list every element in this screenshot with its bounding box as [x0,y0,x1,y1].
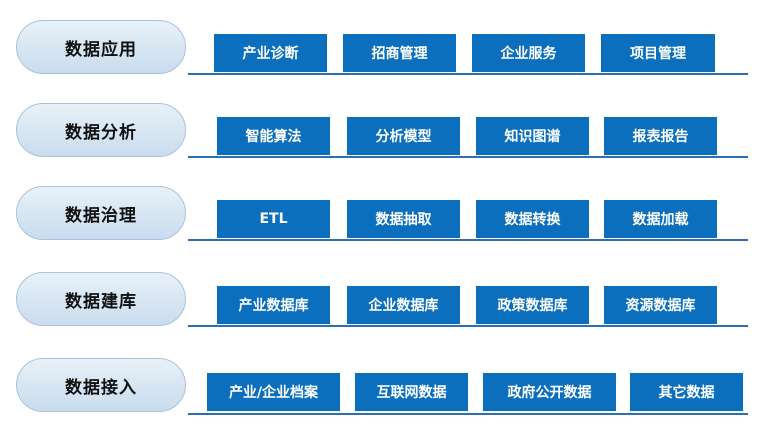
layer-data-warehouse: 数据建库 产业数据库 企业数据库 政策数据库 资源数据库 [0,272,768,352]
item-industry-database: 产业数据库 [217,286,330,324]
item-industry-diagnosis: 产业诊断 [214,34,327,72]
layer-label-data-ingestion: 数据接入 [16,358,186,412]
layer-underline [188,239,748,241]
item-enterprise-database: 企业数据库 [347,286,460,324]
item-analysis-model: 分析模型 [347,117,460,155]
item-resource-database: 资源数据库 [604,286,717,324]
layer-data-application: 数据应用 产业诊断 招商管理 企业服务 项目管理 [0,20,768,100]
item-government-open-data: 政府公开数据 [483,373,616,411]
layer-data-ingestion: 数据接入 产业/企业档案 互联网数据 政府公开数据 其它数据 [0,358,768,438]
item-reports: 报表报告 [604,117,717,155]
layer-data-analysis: 数据分析 智能算法 分析模型 知识图谱 报表报告 [0,103,768,183]
item-policy-database: 政策数据库 [476,286,589,324]
item-internet-data: 互联网数据 [355,373,468,411]
item-investment-management: 招商管理 [343,34,456,72]
layer-underline [188,413,748,415]
item-enterprise-service: 企业服务 [472,34,585,72]
item-other-data: 其它数据 [630,373,743,411]
item-project-management: 项目管理 [601,34,715,72]
layer-underline [188,325,748,327]
layer-label-data-governance: 数据治理 [16,186,186,240]
layer-data-governance: 数据治理 ETL 数据抽取 数据转换 数据加载 [0,186,768,266]
item-etl: ETL [217,200,330,238]
layer-underline [188,156,748,158]
layer-underline [188,73,748,75]
layer-label-data-analysis: 数据分析 [16,103,186,157]
layer-label-data-application: 数据应用 [16,20,186,74]
item-data-extraction: 数据抽取 [347,200,460,238]
item-smart-algorithm: 智能算法 [217,117,330,155]
item-industry-enterprise-archive: 产业/企业档案 [207,373,340,411]
layer-label-data-warehouse: 数据建库 [16,272,186,326]
item-data-transformation: 数据转换 [476,200,589,238]
item-knowledge-graph: 知识图谱 [476,117,589,155]
item-data-loading: 数据加载 [604,200,717,238]
